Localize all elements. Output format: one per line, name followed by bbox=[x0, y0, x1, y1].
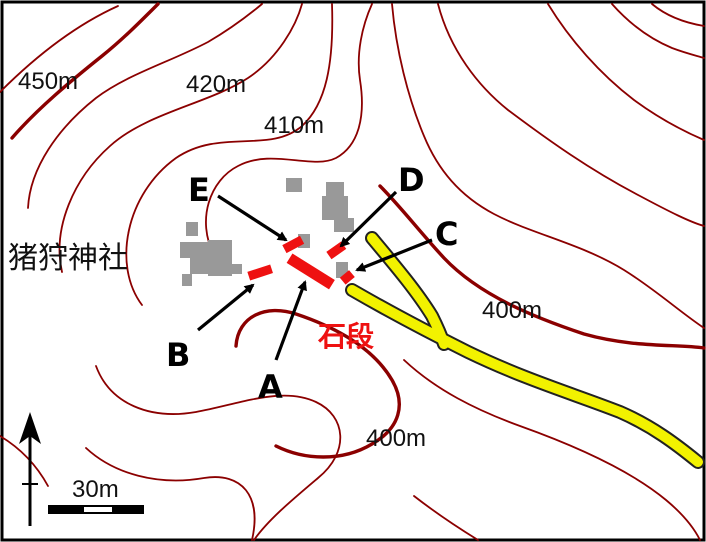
shrine-label: 猪狩神社 bbox=[8, 241, 128, 276]
feature-e bbox=[282, 235, 305, 254]
stone-features bbox=[247, 235, 355, 290]
feature-b bbox=[247, 264, 273, 281]
arrow-b bbox=[196, 283, 255, 332]
arrow-c bbox=[355, 238, 433, 272]
buildings bbox=[180, 178, 354, 286]
contour-line-index bbox=[378, 184, 706, 350]
contour-line bbox=[125, 3, 334, 306]
contour-label-410: 410m bbox=[264, 112, 324, 139]
arrow-e bbox=[217, 194, 288, 242]
contour-label-420: 420m bbox=[186, 71, 246, 98]
contour-label-400-upper: 400m bbox=[482, 297, 542, 324]
contour-line bbox=[437, 3, 705, 227]
building bbox=[190, 258, 208, 274]
feature-a bbox=[286, 253, 335, 290]
marker-c: C bbox=[435, 215, 458, 253]
contour-line-index bbox=[234, 308, 401, 459]
building bbox=[334, 218, 354, 232]
north-arrow-icon bbox=[19, 412, 41, 526]
contour-label-400-lower: 400m bbox=[366, 425, 426, 452]
building bbox=[286, 178, 302, 192]
contour-line bbox=[0, 435, 49, 487]
contour-line bbox=[547, 3, 705, 141]
building bbox=[232, 264, 242, 274]
contour-line bbox=[58, 3, 303, 273]
marker-b: B bbox=[166, 336, 190, 374]
road bbox=[347, 285, 703, 467]
contour-line bbox=[611, 3, 705, 59]
building bbox=[186, 222, 198, 236]
callout-arrows bbox=[196, 190, 433, 361]
building bbox=[208, 240, 232, 276]
contour-label-450: 450m bbox=[18, 68, 78, 95]
stairs-label: 石段 bbox=[317, 320, 374, 353]
building bbox=[182, 274, 192, 286]
scale-bar: 30m bbox=[48, 476, 144, 514]
building bbox=[322, 196, 348, 220]
contour-line bbox=[413, 495, 479, 541]
marker-d: D bbox=[398, 161, 425, 199]
contour-line bbox=[403, 359, 701, 541]
contour-line bbox=[95, 365, 342, 541]
feature-c bbox=[339, 270, 355, 285]
contour-line bbox=[85, 447, 256, 541]
contour-line-index bbox=[10, 2, 160, 140]
arrow-a bbox=[274, 280, 307, 361]
contour-line bbox=[0, 5, 119, 93]
marker-a: A bbox=[258, 368, 283, 406]
contour-line bbox=[205, 3, 373, 256]
contour-line bbox=[27, 3, 263, 209]
scale-bar-label: 30m bbox=[72, 476, 119, 503]
marker-e: E bbox=[188, 171, 210, 209]
arrow-d bbox=[339, 190, 398, 248]
contour-line bbox=[391, 3, 705, 329]
contour-line bbox=[651, 3, 705, 27]
building bbox=[180, 242, 208, 258]
